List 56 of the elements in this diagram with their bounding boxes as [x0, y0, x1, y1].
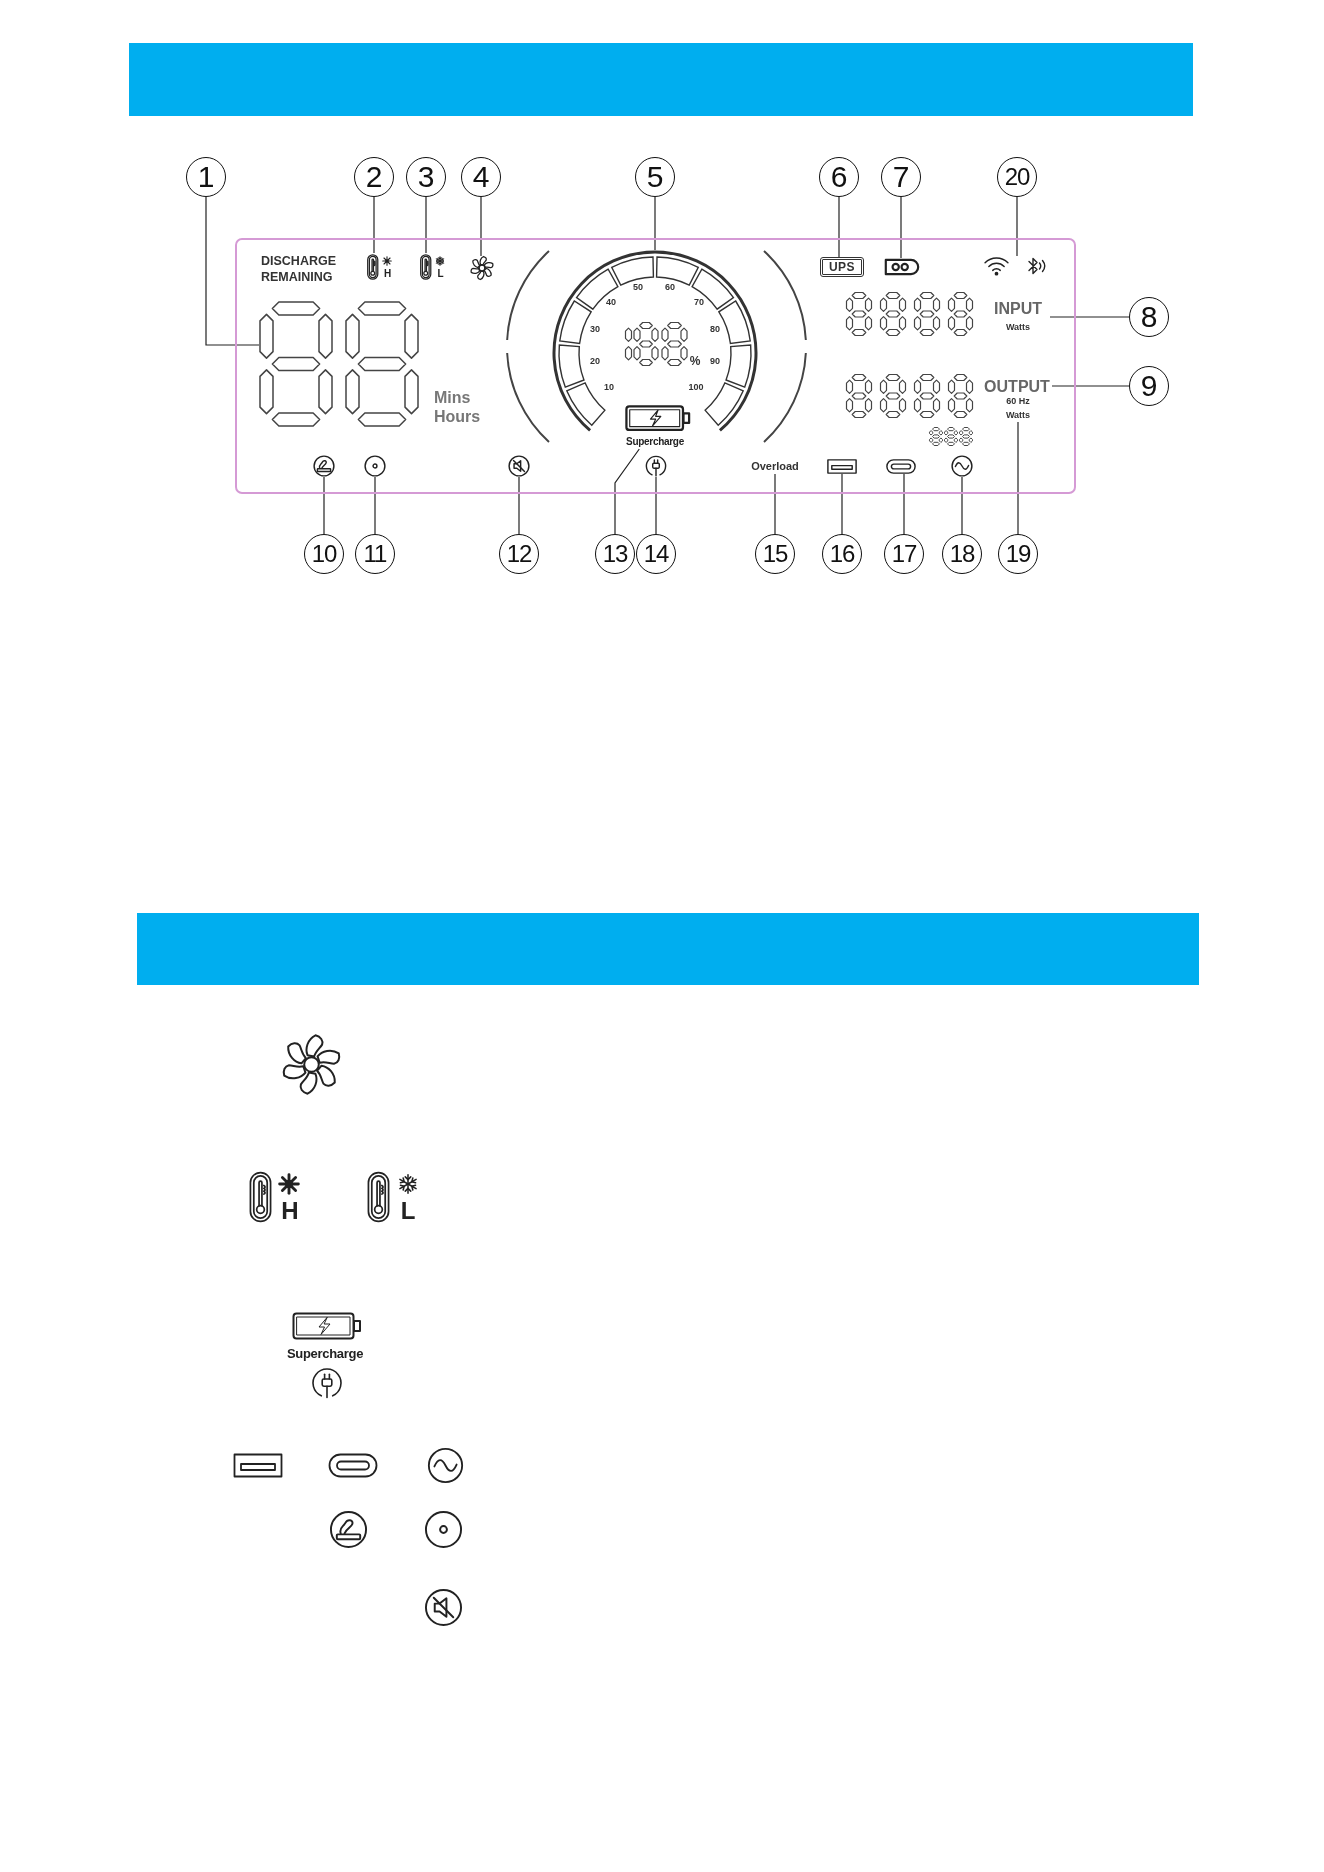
mute-icon: [508, 455, 530, 477]
unit-label: Watts: [1005, 322, 1031, 332]
scale-number: 40: [606, 297, 616, 307]
leader-line: [655, 476, 657, 535]
leader-line: [838, 196, 840, 258]
scale-number: 60: [665, 282, 675, 292]
scale-number: 70: [694, 297, 704, 307]
leader-line: [518, 476, 520, 535]
scale-number: 20: [590, 356, 600, 366]
leader-line: [425, 196, 427, 254]
percent-sign: %: [689, 355, 701, 367]
leader-line: [614, 448, 640, 535]
display-label: DISCHARGE REMAINING: [261, 253, 337, 286]
leader-line: [1049, 316, 1130, 318]
mode-label: Supercharge: [286, 1346, 364, 1360]
leader-line: [654, 196, 656, 251]
leader-line: [323, 476, 325, 535]
ups-indicator: UPS: [820, 257, 864, 277]
indicator-letter: L: [437, 269, 444, 279]
digit-display: [259, 301, 419, 427]
leader-line: [1016, 196, 1018, 257]
scale-number: 10: [604, 382, 614, 392]
scale-number: 90: [710, 356, 720, 366]
usb-c-port-icon: [886, 459, 916, 474]
usb-port-icon: [827, 459, 857, 474]
leader-line: [480, 196, 482, 257]
plug-icon: [645, 455, 667, 477]
input-label: INPUT: [994, 301, 1042, 317]
mode-label: Supercharge: [626, 437, 684, 447]
fan-icon: [470, 256, 494, 280]
unit-label: Mins Hours: [434, 388, 482, 427]
overload-label: Overload: [746, 459, 804, 474]
indicator-letter: H: [383, 269, 392, 279]
leader-line: [961, 476, 963, 535]
leader-line: [374, 476, 376, 535]
indicator-letter: L: [400, 1199, 416, 1223]
leader-line: [1017, 421, 1019, 535]
scale-number: 50: [633, 282, 643, 292]
frequency-label: 60 Hz: [1006, 396, 1030, 406]
leader-line: [1051, 385, 1130, 387]
scale-number: 100: [688, 382, 704, 392]
indicator-letter: H: [281, 1199, 299, 1223]
leader-line: [900, 196, 902, 259]
leader-line: [205, 196, 260, 346]
leader-line: [774, 473, 776, 535]
leader-line: [903, 473, 905, 535]
leader-line: [841, 473, 843, 535]
scale-number: 80: [710, 324, 720, 334]
unit-label: Watts: [1005, 410, 1031, 420]
cigarette-icon: [313, 455, 335, 477]
ring-dot-icon: [364, 455, 386, 477]
sine-wave-icon: [951, 455, 973, 477]
scale-number: 30: [590, 324, 600, 334]
leader-line: [373, 196, 375, 254]
output-label: OUTPUT: [982, 378, 1052, 396]
lcd-panel: [235, 238, 1076, 494]
